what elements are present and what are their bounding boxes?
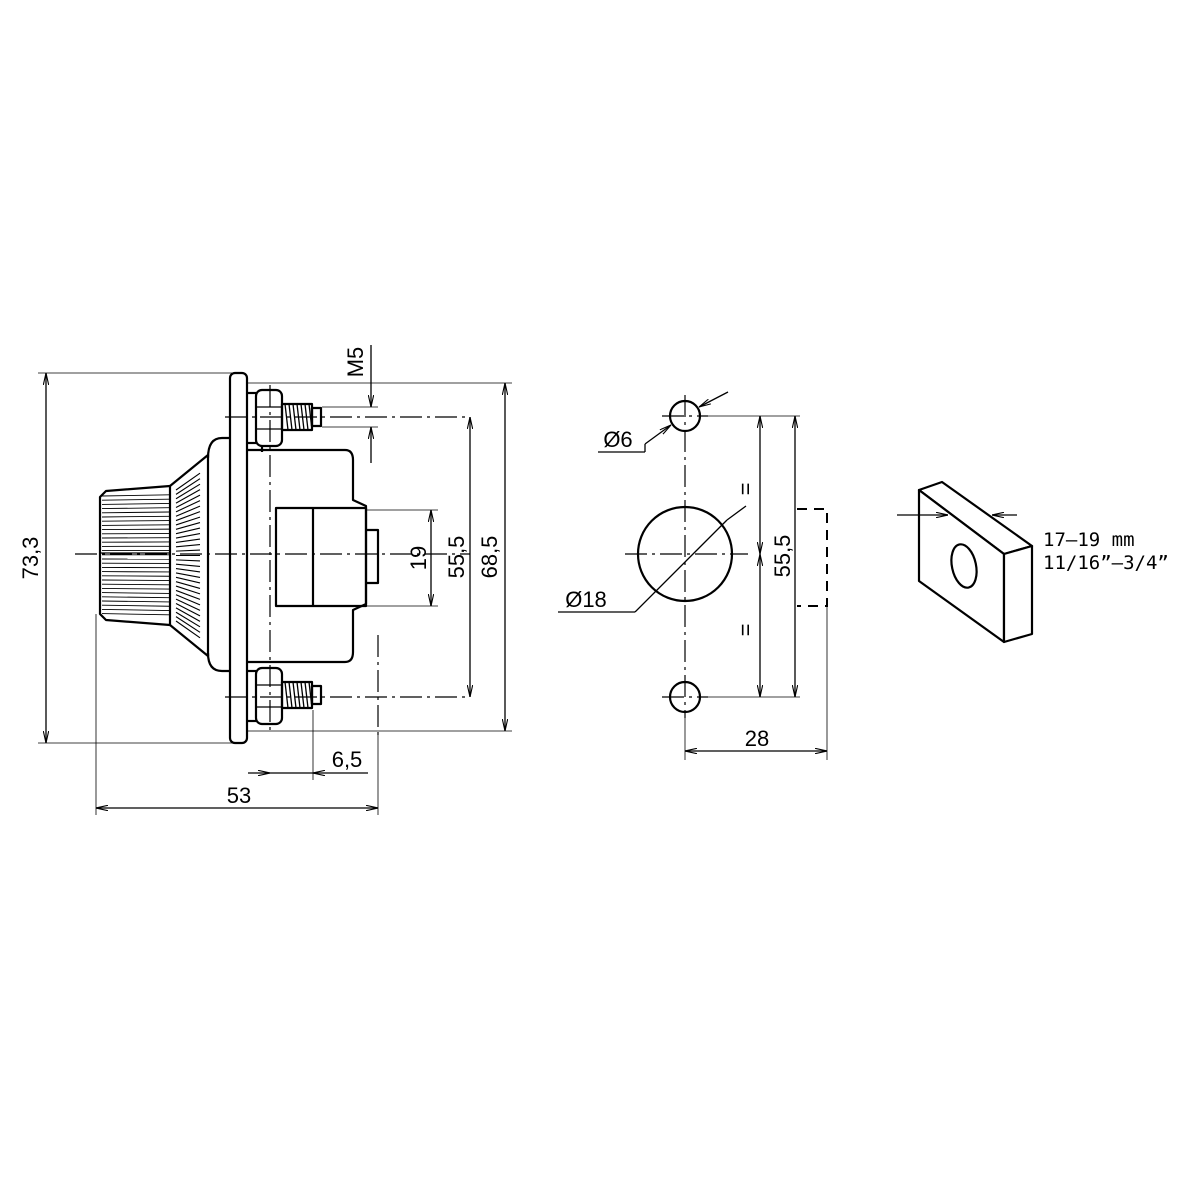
dim-label-center-diameter: Ø18 <box>565 587 607 612</box>
dim-label-flange-height: 68,5 <box>477 536 502 579</box>
nut-size-metric: 17–19 mm <box>1043 529 1135 551</box>
dim-label-height-overall: 73,3 <box>18 537 43 580</box>
equal-mark-top: = <box>733 483 758 496</box>
dimension-equal-spacing: = = <box>733 416 760 697</box>
upper-terminal-stud <box>248 388 323 448</box>
center-lines <box>75 385 470 735</box>
center-hole <box>636 505 734 603</box>
dimension-hole-diameter: Ø6 <box>598 391 729 453</box>
lower-terminal-stud <box>248 666 323 726</box>
dimension-overall-depth: 53 <box>95 614 379 815</box>
dim-label-cutout-hole-spacing: 55,5 <box>770 535 795 578</box>
equal-mark-bottom: = <box>733 624 758 637</box>
dimension-thread: M5 <box>322 345 378 463</box>
side-view: 73,3 68,5 55,5 19 M5 <box>18 345 512 815</box>
dim-label-cutout-width: 28 <box>745 726 769 751</box>
dim-label-thread: M5 <box>343 347 368 378</box>
terminal-block <box>274 506 380 608</box>
dimension-terminal-height: 19 <box>366 509 438 607</box>
dimension-terminal-offset: 6,5 <box>248 710 368 780</box>
dimension-height-overall: 73,3 <box>18 372 232 744</box>
dim-label-terminal-height: 19 <box>406 546 431 570</box>
nut-view: 17–19 mm 11/16”–3/4” <box>897 480 1169 644</box>
conical-body <box>169 436 232 673</box>
mounting-flange <box>228 371 249 745</box>
dim-label-hole-diameter: Ø6 <box>603 427 632 452</box>
dimension-hole-spacing: 55,5 <box>444 417 470 697</box>
dimension-flange-height: 68,5 <box>248 382 512 732</box>
dimension-center-diameter: Ø18 <box>558 505 747 613</box>
dim-label-hole-spacing: 55,5 <box>444 536 469 579</box>
dimension-cutout-hole-spacing: 55,5 <box>770 416 795 697</box>
dim-label-terminal-offset: 6,5 <box>332 747 363 772</box>
knurled-knob <box>98 484 172 627</box>
panel-cutout: Ø6 Ø18 = = 55,5 <box>558 391 828 760</box>
dim-label-overall-depth: 53 <box>227 783 251 808</box>
nut-size-imperial: 11/16”–3/4” <box>1043 552 1169 574</box>
dimension-cutout-width: 28 <box>684 606 828 760</box>
nut-hole <box>950 543 978 589</box>
